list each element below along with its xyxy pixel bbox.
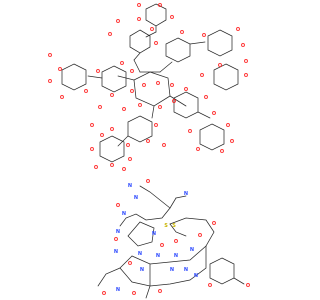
peptide-atom-label: O [132, 291, 136, 297]
peptide-atom-label: N [116, 287, 120, 293]
peptide-atom-label: N [114, 249, 118, 255]
tannin-atom-label: O [226, 123, 230, 129]
peptide-atom-label: O [208, 283, 212, 289]
tannin-atom-label: O [241, 43, 245, 49]
tannin-atom-label: O [120, 61, 124, 67]
peptide-atom-label: N [190, 247, 194, 253]
tannin-atom-label: O [128, 157, 132, 163]
tannin-atom-label: O [110, 127, 114, 133]
tannin-atom-label: O [130, 89, 134, 95]
peptide-atom-label: O [246, 283, 250, 289]
peptide-atom-label: O [158, 289, 162, 295]
tannin-atom-label: O [236, 27, 240, 33]
tannin-atom-label: O [116, 19, 120, 25]
peptide-atom-label: N [184, 267, 188, 273]
tannin-atom-label: O [90, 123, 94, 129]
tannin-atom-label: O [180, 30, 184, 36]
tannin-atom-label: O [202, 33, 206, 39]
tannin-atom-label: O [158, 3, 162, 9]
tannin-atom-label: O [170, 83, 174, 89]
peptide-atom-label: O [146, 179, 150, 185]
structure-canvas: O O O O O O O O O O O O O O O O O O O O [0, 0, 300, 300]
tannin-atom-label: O [154, 41, 158, 47]
cyclic-peptide-molecule: N N N N N N N N N N N N N N N N O O O [97, 179, 250, 299]
tannin-atom-label: O [218, 63, 222, 69]
tannin-bond-skeleton [61, 3, 239, 163]
tannin-atom-label: O [100, 133, 104, 139]
peptide-atom-label: O [114, 237, 118, 243]
peptide-atom-labels: N N N N N N N N N N N N N N N N O O O [102, 179, 250, 297]
tannin-atom-label: O [122, 107, 126, 113]
tannin-atom-label: O [162, 143, 166, 149]
tannin-atom-label: O [98, 105, 102, 111]
tannin-atom-label: O [108, 32, 112, 38]
tannin-atom-label: O [48, 79, 52, 85]
peptide-atom-label: S [172, 223, 176, 229]
tannin-oxygen-labels: O O O O O O O O O O O O O O O O O O O O [48, 3, 248, 173]
tannin-atom-label: O [220, 149, 224, 155]
peptide-atom-label: N [128, 183, 132, 189]
tannin-atom-label: O [156, 81, 160, 87]
tannin-atom-label: O [172, 99, 176, 105]
tannin-atom-label: O [138, 103, 142, 109]
peptide-atom-label: O [160, 243, 164, 249]
peptide-atom-label: N [122, 211, 126, 217]
tannin-atom-label: O [212, 111, 216, 117]
peptide-atom-label: N [174, 253, 178, 259]
tannin-atom-label: O [142, 83, 146, 89]
tannin-atom-label: O [146, 139, 150, 145]
tannin-atom-label: O [137, 17, 141, 23]
peptide-atom-label: S [164, 223, 168, 229]
tannin-atom-label: O [58, 67, 62, 73]
tannin-atom-label: O [110, 93, 114, 99]
peptide-atom-label: O [102, 291, 106, 297]
tannic-acid-like-molecule: O O O O O O O O O O O O O O O O O O O O [48, 3, 248, 173]
peptide-atom-label: N [138, 251, 142, 257]
tannin-atom-label: O [84, 89, 88, 95]
tannin-atom-label: O [204, 95, 208, 101]
tannin-atom-label: O [230, 139, 234, 145]
peptide-atom-label: N [134, 195, 138, 201]
tannin-atom-label: O [244, 59, 248, 65]
peptide-atom-label: O [116, 203, 120, 209]
tannin-atom-label: O [244, 73, 248, 79]
peptide-atom-label: N [170, 267, 174, 273]
tannin-atom-label: O [130, 69, 134, 75]
tannin-atom-label: O [48, 53, 52, 59]
peptide-atom-label: O [174, 239, 178, 245]
tannin-atom-label: O [150, 27, 154, 33]
peptide-atom-label: N [140, 267, 144, 273]
tannin-atom-label: O [60, 95, 64, 101]
tannin-atom-label: O [110, 163, 114, 169]
peptide-atom-label: O [128, 261, 132, 267]
tannin-atom-label: O [90, 147, 94, 153]
peptide-atom-label: N [194, 273, 198, 279]
peptide-bond-skeleton [97, 185, 245, 299]
peptide-atom-label: N [116, 229, 120, 235]
tannin-atom-label: O [196, 147, 200, 153]
tannin-atom-label: O [188, 129, 192, 135]
tannin-atom-label: O [126, 143, 130, 149]
canvas-background [0, 0, 300, 300]
peptide-atom-label: O [212, 221, 216, 227]
peptide-atom-label: O [198, 233, 202, 239]
tannin-atom-label: O [200, 73, 204, 79]
tannin-atom-label: O [184, 87, 188, 93]
tannin-atom-label: O [154, 123, 158, 129]
tannin-atom-label: O [96, 69, 100, 75]
tannin-atom-label: O [122, 167, 126, 173]
tannin-atom-label: O [158, 105, 162, 111]
tannin-atom-label: O [94, 165, 98, 171]
peptide-atom-label: N [156, 253, 160, 259]
tannin-atom-label: O [170, 15, 174, 21]
peptide-atom-label: N [152, 231, 156, 237]
peptide-atom-label: N [184, 191, 188, 197]
tannin-atom-label: O [137, 3, 141, 9]
chemical-structure-drawing: O O O O O O O O O O O O O O O O O O O O [0, 0, 300, 300]
